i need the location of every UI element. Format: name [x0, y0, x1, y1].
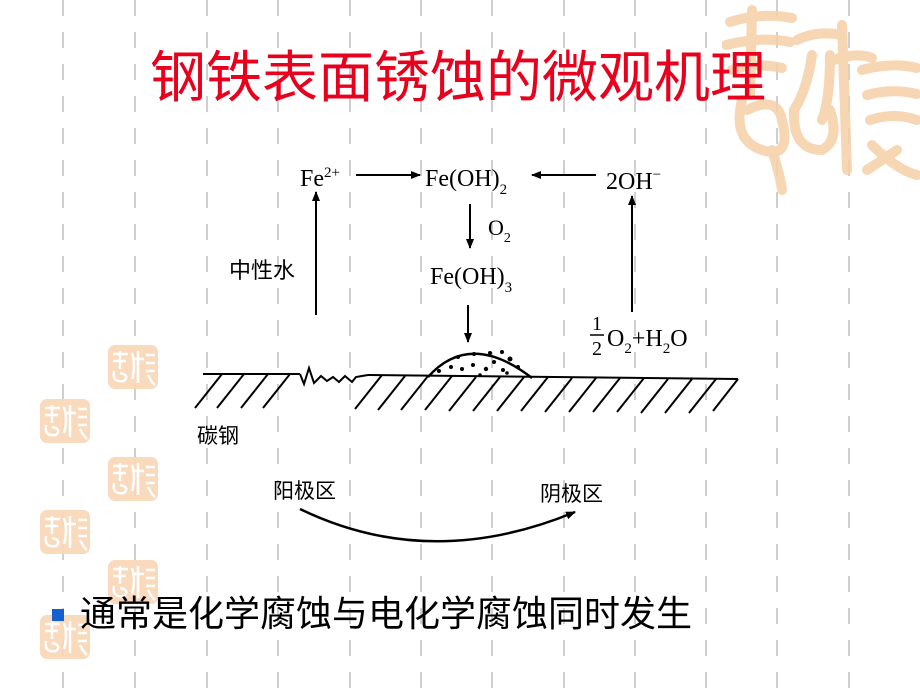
rust-deposit-mound: [427, 350, 533, 379]
small-seal-watermark-icon: [40, 510, 90, 554]
node-2oh-minus: 2OH−: [606, 167, 661, 195]
label-anode-zone: 阳极区: [273, 479, 336, 503]
svg-text:O2+H2O: O2+H2O: [607, 326, 688, 357]
svg-text:1: 1: [592, 313, 602, 335]
node-feoh2: Fe(OH)2: [425, 166, 507, 198]
label-neutral-water: 中性水: [229, 259, 295, 284]
small-seal-watermark-icon: [108, 457, 158, 501]
bullet-text: 通常是化学腐蚀与电化学腐蚀同时发生: [80, 594, 693, 635]
small-seal-watermark-icon: [40, 615, 90, 659]
label-carbon-steel: 碳钢: [197, 424, 239, 448]
auspicious-seal-watermark-icon: [722, 5, 920, 195]
node-half-o2-plus-h2o: 1 2 O2+H2O: [590, 313, 688, 360]
label-cathode-zone: 阴极区: [540, 482, 603, 506]
small-seal-watermark-icon: [108, 345, 158, 389]
svg-text:2: 2: [592, 338, 602, 360]
node-feoh3: Fe(OH)3: [430, 264, 512, 296]
small-seal-watermark-icon: [108, 560, 158, 604]
arrow-anode-to-cathode: [299, 507, 576, 543]
slide-title: 钢铁表面锈蚀的微观机理: [150, 46, 766, 111]
bullet-square-icon: [52, 609, 64, 621]
carbon-steel-surface: [194, 364, 739, 414]
label-o2: O2: [488, 215, 511, 246]
small-seal-watermark-icon: [40, 399, 90, 443]
bullet-item: 通常是化学腐蚀与电化学腐蚀同时发生: [52, 590, 692, 640]
node-fe2plus: Fe2+: [300, 165, 340, 192]
